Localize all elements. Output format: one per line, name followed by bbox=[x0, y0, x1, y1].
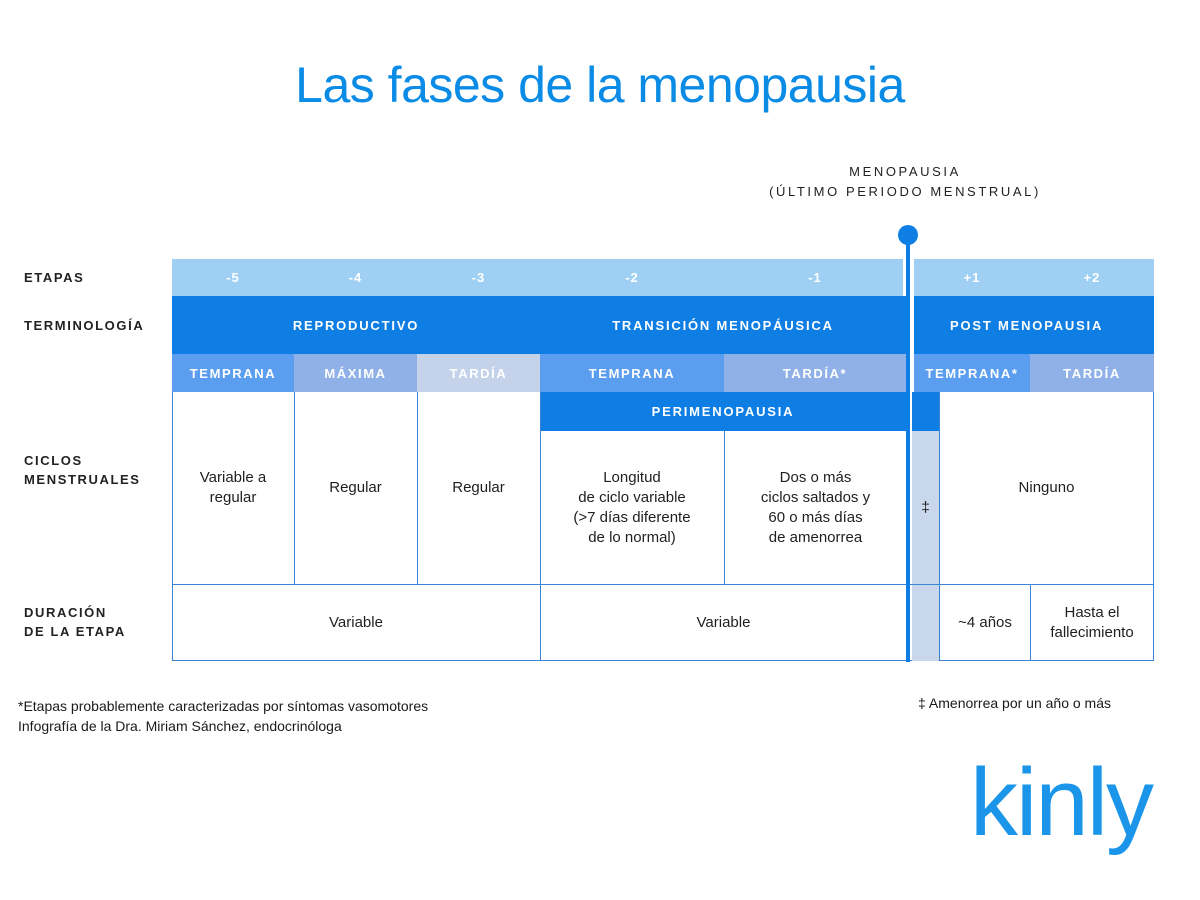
cycle-text: de ciclo variable bbox=[578, 488, 686, 506]
grid-divider bbox=[417, 392, 418, 584]
stage-label: -3 bbox=[471, 270, 486, 285]
cycle-cell-2: Regular bbox=[295, 393, 416, 583]
menopause-label-line1: MENOPAUSIA bbox=[849, 164, 961, 179]
cycle-text: (>7 días diferente bbox=[573, 508, 691, 526]
duration-cell-2: Variable bbox=[541, 585, 906, 660]
amenorrhea-column bbox=[912, 431, 939, 661]
terminology-transition: TRANSICIÓN MENOPÁUSICA bbox=[540, 296, 906, 354]
row-label-stages: ETAPAS bbox=[24, 270, 85, 285]
dagger-symbol: ‡ bbox=[921, 499, 930, 516]
perimenopause-band-extension bbox=[912, 392, 939, 431]
substage-label: TEMPRANA bbox=[172, 354, 294, 392]
cycle-text: Longitud bbox=[603, 468, 661, 486]
row-label-cycles-line1: CICLOS bbox=[24, 453, 83, 468]
menopause-label-line2: (ÚLTIMO PERIODO MENSTRUAL) bbox=[769, 184, 1041, 199]
perimenopause-band: PERIMENOPAUSIA bbox=[540, 392, 906, 431]
grid-divider bbox=[724, 431, 725, 584]
stage-label: +1 bbox=[963, 270, 981, 285]
stage-row-post bbox=[914, 259, 1154, 296]
stage-label: +2 bbox=[1083, 270, 1101, 285]
grid-row-divider bbox=[172, 584, 1154, 585]
cycle-cell-5: Dos o más ciclos saltados y 60 o más día… bbox=[725, 432, 906, 583]
row-label-duration-line2: DE LA ETAPA bbox=[24, 624, 126, 639]
cycle-text: Dos o más bbox=[779, 468, 852, 486]
grid-outline bbox=[172, 392, 1154, 661]
grid-divider bbox=[939, 392, 940, 661]
substage-label: TARDÍA* bbox=[724, 354, 906, 392]
duration-text: Hasta el bbox=[1064, 603, 1120, 621]
stage-row-pre bbox=[172, 259, 903, 296]
cycle-text: Variable a bbox=[199, 469, 267, 486]
cycle-cell-3: Regular bbox=[418, 393, 539, 583]
terminology-postmenopause: POST MENOPAUSIA bbox=[914, 296, 1154, 354]
menopause-label: MENOPAUSIA (ÚLTIMO PERIODO MENSTRUAL) bbox=[740, 162, 1070, 202]
cycle-text: de lo normal) bbox=[588, 528, 676, 546]
grid-divider bbox=[1030, 584, 1031, 661]
row-label-cycles-line2: MENSTRUALES bbox=[24, 472, 141, 487]
grid-divider bbox=[540, 392, 541, 661]
stage-label: -4 bbox=[348, 270, 363, 285]
grid-divider bbox=[294, 392, 295, 584]
row-label-duration-line1: DURACIÓN bbox=[24, 605, 107, 620]
cycle-cell-1: Variable a regular bbox=[173, 393, 293, 583]
menopause-dot-icon bbox=[898, 225, 918, 245]
cycle-text: 60 o más días bbox=[768, 508, 863, 526]
substage-label: TEMPRANA* bbox=[914, 354, 1030, 392]
row-label-terminology: TERMINOLOGÍA bbox=[24, 318, 145, 333]
cycle-cell-6: Ninguno bbox=[940, 393, 1153, 583]
cycle-cell-4: Longitud de ciclo variable (>7 días dife… bbox=[541, 432, 723, 583]
row-label-cycles: CICLOS MENSTRUALES bbox=[24, 451, 141, 489]
substage-label: TARDÍA bbox=[417, 354, 540, 392]
stage-label: -5 bbox=[226, 270, 240, 285]
menopause-line bbox=[906, 236, 910, 662]
substage-label: TEMPRANA bbox=[540, 354, 724, 392]
page-title: Las fases de la menopausia bbox=[295, 57, 905, 113]
stage-label: -1 bbox=[808, 270, 822, 285]
footnote-credit: Infografía de la Dra. Miriam Sánchez, en… bbox=[18, 718, 342, 734]
row-label-duration: DURACIÓN DE LA ETAPA bbox=[24, 603, 126, 641]
duration-cell-4: Hasta el fallecimiento bbox=[1031, 585, 1153, 660]
terminology-reproductive: REPRODUCTIVO bbox=[172, 296, 540, 354]
footnote-asterisk: *Etapas probablemente caracterizadas por… bbox=[18, 698, 429, 714]
cycle-text: de amenorrea bbox=[768, 528, 863, 546]
footnote-dagger: ‡ Amenorrea por un año o más bbox=[918, 695, 1112, 711]
kinly-logo: kinly bbox=[970, 749, 1154, 856]
cycle-text: regular bbox=[209, 489, 257, 506]
duration-cell-1: Variable bbox=[173, 585, 539, 660]
duration-cell-3: ~4 años bbox=[940, 585, 1030, 660]
cycle-text: ciclos saltados y bbox=[760, 488, 871, 506]
stage-label: -2 bbox=[625, 270, 639, 285]
duration-text: fallecimiento bbox=[1050, 623, 1134, 641]
substage-label: TARDÍA bbox=[1030, 354, 1154, 392]
substage-label: MÁXIMA bbox=[294, 354, 417, 392]
